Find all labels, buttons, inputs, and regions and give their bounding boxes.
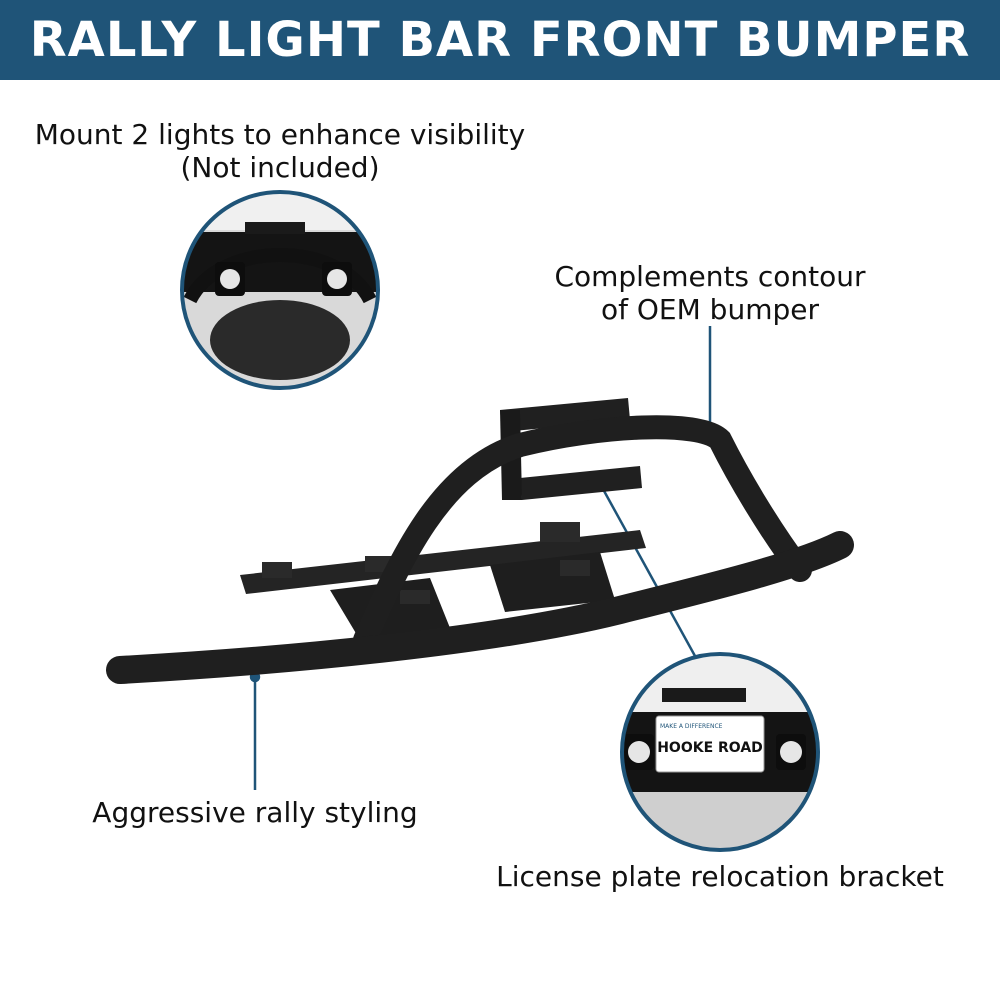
callout-styling: Aggressive rally styling xyxy=(80,796,430,829)
callout-plate: License plate relocation bracket xyxy=(480,860,960,893)
leader-line-plate xyxy=(596,479,697,657)
lower-bumper-tube xyxy=(106,531,854,684)
page-title: RALLY LIGHT BAR FRONT BUMPER xyxy=(29,12,971,68)
inset-bracket xyxy=(662,688,746,702)
license-plate-brand: HOOKE ROAD xyxy=(657,740,763,756)
title-banner: RALLY LIGHT BAR FRONT BUMPER xyxy=(0,0,1000,80)
bumper-illustration xyxy=(106,398,854,684)
callout-lights-line2: (Not included) xyxy=(180,151,380,184)
upper-hoop-tube xyxy=(353,415,812,652)
inset-tire xyxy=(210,300,350,380)
callout-lights-line1: Mount 2 lights to enhance visibility xyxy=(34,118,526,151)
inset-lights-ring xyxy=(180,190,380,390)
inset-lights xyxy=(182,192,378,388)
mount-tab-5 xyxy=(400,590,430,604)
mount-frame-plate xyxy=(240,530,646,594)
inset-plate-ring xyxy=(620,652,820,852)
mount-tab-1 xyxy=(262,562,292,578)
mount-tab-3 xyxy=(540,522,580,542)
callout-plate-line1: License plate relocation bracket xyxy=(496,860,944,893)
license-plate-top-text: MAKE A DIFFERENCE xyxy=(660,723,723,730)
callout-lights: Mount 2 lights to enhance visibility (No… xyxy=(30,118,530,184)
callout-styling-line1: Aggressive rally styling xyxy=(92,796,418,829)
mount-tab-4 xyxy=(560,560,590,576)
license-plate xyxy=(655,715,765,773)
callout-contour-line2: of OEM bumper xyxy=(601,293,819,326)
plate-bracket-top xyxy=(500,398,630,432)
plate-bracket-bottom xyxy=(520,466,642,500)
callout-contour: Complements contour of OEM bumper xyxy=(540,260,880,326)
inset-hoop xyxy=(183,248,377,304)
inset-plate: MAKE A DIFFERENCE HOOKE ROAD xyxy=(622,654,818,850)
callout-contour-line1: Complements contour xyxy=(554,260,866,293)
